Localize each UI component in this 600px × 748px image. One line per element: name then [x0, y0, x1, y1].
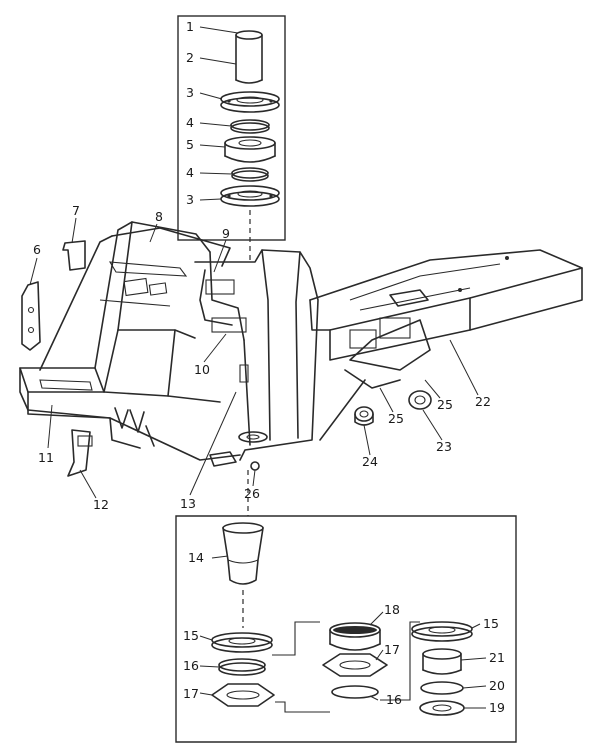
callout-9: 9	[222, 226, 230, 241]
callout-2: 2	[186, 50, 194, 65]
callout-23: 23	[436, 439, 452, 454]
callout-4-lower: 4	[186, 165, 194, 180]
bearing	[224, 136, 276, 163]
callout-18: 18	[384, 602, 400, 617]
callout-15-left: 15	[183, 628, 199, 643]
lower-arm	[67, 429, 91, 477]
callout-3-upper: 3	[186, 85, 194, 100]
callout-12: 12	[93, 497, 109, 512]
callout-6: 6	[33, 242, 41, 257]
disc	[419, 700, 465, 716]
callout-1: 1	[186, 19, 194, 34]
callout-4-upper: 4	[186, 115, 194, 130]
top-plate	[62, 240, 86, 271]
callout-24: 24	[362, 454, 378, 469]
callout-17-middle: 17	[384, 642, 400, 657]
callout-25-right: 25	[437, 397, 453, 412]
lower-flange-right	[411, 621, 473, 642]
callout-labels: 1 2 3 4 5 4 3 7 8 6 9 10 11 12 13 26 24 …	[33, 19, 505, 715]
callout-16-left: 16	[183, 658, 199, 673]
callout-14: 14	[188, 550, 204, 565]
side-bracket	[21, 281, 41, 351]
callout-5: 5	[186, 137, 194, 152]
callout-8: 8	[155, 209, 163, 224]
callout-15-right: 15	[483, 616, 499, 631]
seal-ring-upper	[230, 119, 270, 134]
gasket-middle	[322, 653, 388, 677]
collar	[422, 648, 462, 675]
upper-flange-bottom	[220, 185, 280, 207]
sleeve	[408, 390, 432, 410]
callout-25-left: 25	[388, 411, 404, 426]
lower-parts-box	[175, 515, 517, 743]
callout-17-left: 17	[183, 686, 199, 701]
callout-11: 11	[38, 450, 54, 465]
upper-parts-box	[177, 15, 286, 241]
lower-pivot-group	[175, 515, 517, 743]
lower-flange-left	[211, 632, 273, 653]
seal-ring-lower	[231, 167, 269, 182]
callout-20: 20	[489, 678, 505, 693]
pivot-pin	[235, 30, 263, 84]
ring-middle	[331, 685, 379, 699]
upper-pivot-group	[177, 15, 286, 262]
gasket-left	[211, 683, 275, 707]
callout-21: 21	[489, 650, 505, 665]
main-frame	[19, 221, 583, 477]
callout-10: 10	[194, 362, 210, 377]
ring-left	[218, 658, 266, 676]
callout-26: 26	[244, 486, 260, 501]
leader-lines	[29, 217, 487, 709]
rear-frame	[309, 249, 583, 441]
callout-22: 22	[475, 394, 491, 409]
callout-13: 13	[180, 496, 196, 511]
callout-19: 19	[489, 700, 505, 715]
ring-right	[420, 681, 464, 695]
upper-flange-top	[220, 91, 280, 113]
middle-bearing	[329, 622, 381, 651]
callout-7: 7	[72, 203, 80, 218]
callout-3-lower: 3	[186, 192, 194, 207]
lower-pin-bushing	[222, 522, 264, 585]
bushing	[354, 406, 374, 426]
callout-16-middle: 16	[386, 692, 402, 707]
